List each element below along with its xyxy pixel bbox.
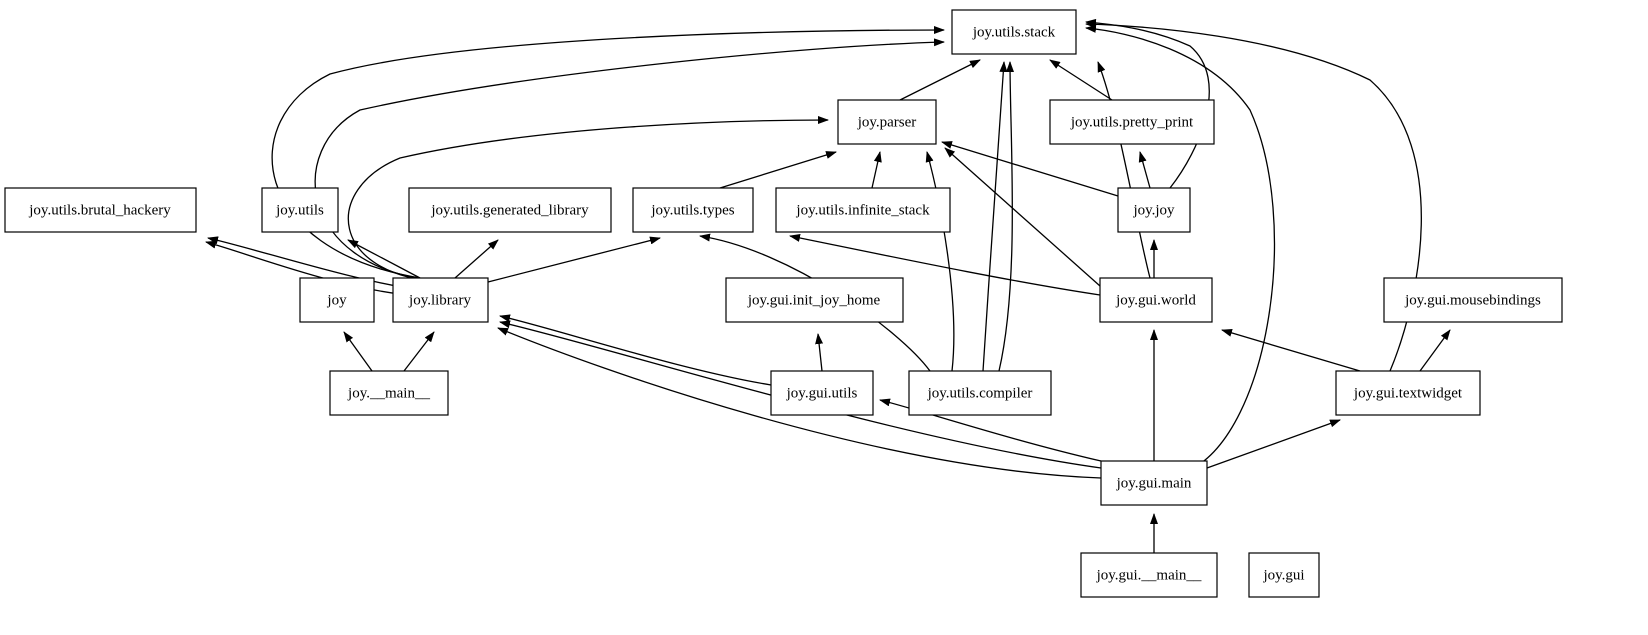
edge-joy-utils-infinite-stack-to-joy-parser [871,151,882,189]
node-label-joy-utils-compiler: joy.utils.compiler [927,385,1033,401]
edge-joy-gui-main-to-joy-gui-utils [879,398,1102,462]
edge-joy-utils-types-to-joy-parser [719,151,837,189]
edge-joy-gui-main-to-joy-gui-textwidget [1206,419,1341,469]
edge-joy-library-to-joy-utils [347,239,421,279]
edge-joy-parser-to-joy-utils-stack [899,59,981,101]
node-label-joy: joy [326,292,347,308]
edge-joy-utils-compiler-to-joy-parser [925,151,955,372]
node-joy[interactable]: joy [299,277,375,323]
edge-joy-gui-world-to-joy-utils-stack [1097,61,1151,279]
edge-joy-gui-world-to-joy-utils-types [789,234,1101,296]
node-joy-gui-utils[interactable]: joy.gui.utils [770,370,874,416]
edge-joy-library-to-joy-utils-generated-library [454,239,499,279]
node-joy-gui-main[interactable]: joy.gui.main [1100,460,1208,506]
node-label-joy-gui-world: joy.gui.world [1115,292,1196,308]
node-label-joy-parser: joy.parser [857,114,917,130]
node-joy-gui-dunder-main[interactable]: joy.gui.__main__ [1080,552,1218,598]
node-layer: joy.utils.stack joy.parser joy.utils.pre… [4,9,1563,598]
node-label-joy-gui-utils: joy.gui.utils [786,385,858,401]
edge-joy-gui-textwidget-to-joy-gui-mousebindings [1419,329,1451,372]
node-joy-utils-generated-library[interactable]: joy.utils.generated_library [408,187,612,233]
edge-joy-main-to-joy [343,331,373,372]
node-label-joy-utils-brutal-hackery: joy.utils.brutal_hackery [28,202,171,218]
node-label-joy-utils-types: joy.utils.types [650,202,734,218]
edge-joy-gui-utils-to-joy-library [499,314,772,386]
node-joy-library[interactable]: joy.library [392,277,489,323]
edge-joy-gui-main-to-joy-library-a [499,320,1102,469]
edge-joy-library-to-joy-utils-types [487,236,661,283]
node-label-joy-utils-pretty-print: joy.utils.pretty_print [1070,114,1194,130]
node-joy-gui-init-joy-home[interactable]: joy.gui.init_joy_home [725,277,904,323]
node-joy-utils-stack[interactable]: joy.utils.stack [951,9,1077,55]
node-joy-gui-mousebindings[interactable]: joy.gui.mousebindings [1383,277,1563,323]
node-label-joy-gui-textwidget: joy.gui.textwidget [1353,385,1463,401]
edge-joy-gui-main-to-joy-library-b [497,327,1102,479]
node-label-joy-gui: joy.gui [1262,567,1304,583]
node-joy-gui-world[interactable]: joy.gui.world [1099,277,1213,323]
node-joy-parser[interactable]: joy.parser [837,99,937,145]
edge-joy-library-to-joy-utils-stack-b [314,38,945,281]
node-label-joy-gui-init-joy-home: joy.gui.init_joy_home [747,292,881,308]
node-label-joy-gui-main: joy.gui.main [1116,475,1192,491]
edge-joy-joy-to-joy-utils-stack [1085,18,1210,189]
node-joy-joy[interactable]: joy.joy [1117,187,1191,233]
edge-joy-library-to-joy-parser [347,116,829,283]
edge-joy-joy-to-joy-utils-pretty-print [1138,151,1151,189]
edge-joy-library-to-joy-utils-stack-a [271,26,945,279]
edge-joy-gui-utils-to-joy-gui-init-joy-home [815,333,824,372]
edge-joy-main-to-joy-library [403,331,435,372]
node-label-joy-utils: joy.utils [275,202,324,218]
node-label-joy-utils-infinite-stack: joy.utils.infinite_stack [795,202,930,218]
edge-joy-joy-to-joy-parser [941,141,1119,197]
edge-joy-utils-compiler-to-joy-utils-stack-a [982,61,1008,372]
node-label-joy-dunder-main: joy.__main__ [347,385,430,401]
node-joy-dunder-main[interactable]: joy.__main__ [329,370,449,416]
node-label-joy-library: joy.library [408,292,471,308]
edge-joy-library-to-joy-utils-brutal-hackery-b [205,240,419,297]
edge-joy-gui-textwidget-to-joy-gui-world [1221,329,1361,372]
node-joy-utils-pretty-print[interactable]: joy.utils.pretty_print [1049,99,1215,145]
edge-layer [205,18,1451,553]
node-joy-utils-compiler[interactable]: joy.utils.compiler [908,370,1052,416]
node-joy-utils[interactable]: joy.utils [261,187,339,233]
edge-joy-gui-world-to-joy-parser [944,147,1101,287]
node-joy-gui-textwidget[interactable]: joy.gui.textwidget [1335,370,1481,416]
node-joy-utils-types[interactable]: joy.utils.types [632,187,754,233]
node-label-joy-utils-stack: joy.utils.stack [972,24,1056,40]
node-label-joy-gui-dunder-main: joy.gui.__main__ [1096,567,1202,583]
node-joy-utils-brutal-hackery[interactable]: joy.utils.brutal_hackery [4,187,197,233]
edge-joy-utils-compiler-to-joy-utils-stack-b [998,61,1015,372]
edge-joy-gui-main-to-joy-utils-stack [1085,24,1276,471]
node-joy-gui[interactable]: joy.gui [1248,552,1320,598]
node-label-joy-joy: joy.joy [1132,202,1175,218]
node-label-joy-utils-generated-library: joy.utils.generated_library [430,202,589,218]
node-label-joy-gui-mousebindings: joy.gui.mousebindings [1404,292,1541,308]
edge-joy-utils-pretty-print-to-joy-utils-stack [1049,59,1113,101]
node-joy-utils-infinite-stack[interactable]: joy.utils.infinite_stack [775,187,951,233]
